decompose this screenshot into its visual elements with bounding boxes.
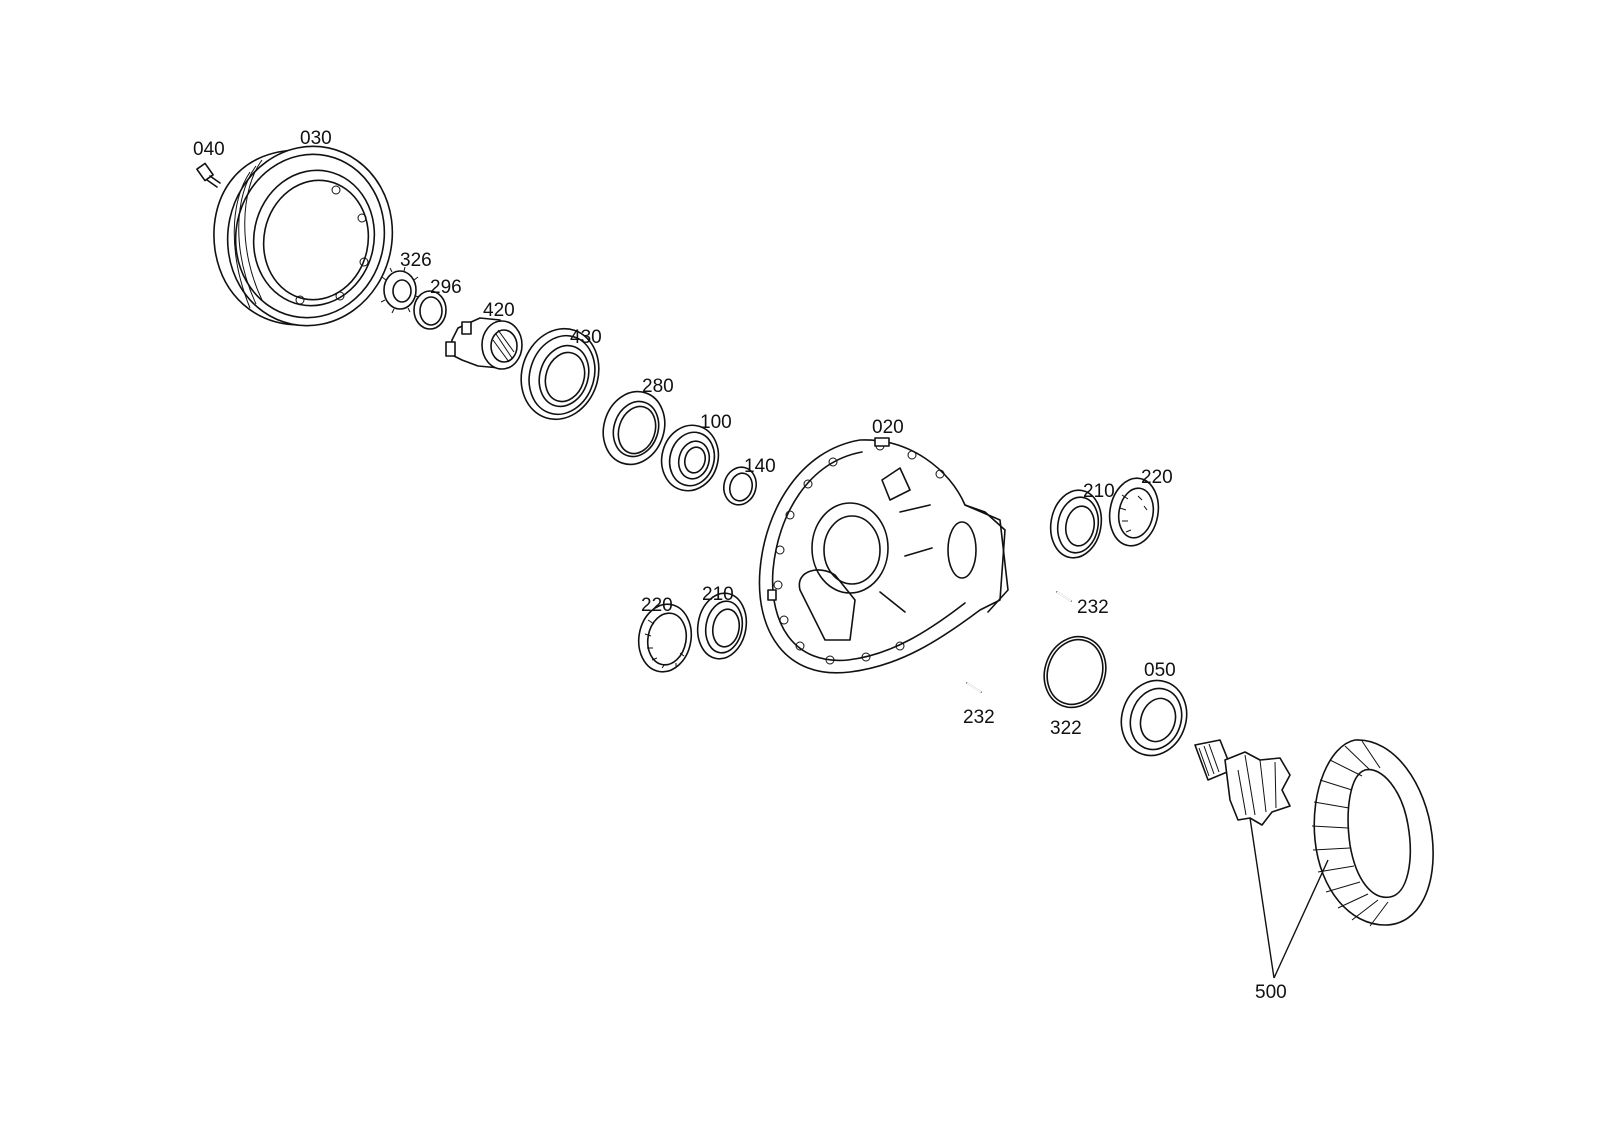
part-210-bearing-right [1049, 489, 1103, 559]
part-232-pin-lower [966, 682, 982, 693]
part-210-bearing-left [696, 592, 748, 660]
callout-040: 040 [193, 139, 225, 160]
part-100-bearing [660, 424, 720, 492]
part-020-axle-housing [758, 437, 1009, 674]
callout-220-right: 220 [1141, 467, 1173, 488]
callout-326: 326 [400, 250, 432, 271]
part-220-bearing-cup-right [1108, 477, 1160, 547]
callout-210-left: 210 [702, 584, 734, 605]
part-430-shaft-seal [520, 327, 600, 421]
part-326-lock-nut [380, 266, 421, 314]
callout-232-lower: 232 [963, 707, 995, 728]
part-040-bolt [196, 162, 221, 188]
callout-420: 420 [483, 300, 515, 321]
callout-100: 100 [700, 412, 732, 433]
callout-430: 430 [570, 327, 602, 348]
part-500-pinion-gear [1194, 739, 1291, 826]
callout-322: 322 [1050, 718, 1082, 739]
part-232-pin-upper [1056, 591, 1072, 602]
callout-210-right: 210 [1083, 481, 1115, 502]
part-280-ring [602, 390, 666, 466]
part-500-ring-gear [1311, 739, 1434, 927]
callout-140: 140 [744, 456, 776, 477]
part-420-flange [445, 317, 523, 370]
callout-500: 500 [1255, 982, 1287, 1003]
leader-lines-500 [1249, 817, 1329, 979]
part-296-washer [413, 290, 447, 330]
part-030-brake-drum [213, 145, 394, 327]
callout-030: 030 [300, 128, 332, 149]
part-322-o-ring [1043, 635, 1107, 709]
part-050-bearing [1120, 679, 1188, 757]
part-140-snap-ring [722, 466, 758, 506]
callout-232-upper: 232 [1077, 597, 1109, 618]
callout-296: 296 [430, 277, 462, 298]
callout-020: 020 [872, 417, 904, 438]
callout-220-left: 220 [641, 595, 673, 616]
part-220-bearing-cup-left [637, 603, 693, 673]
callout-280: 280 [642, 376, 674, 397]
callout-050: 050 [1144, 660, 1176, 681]
